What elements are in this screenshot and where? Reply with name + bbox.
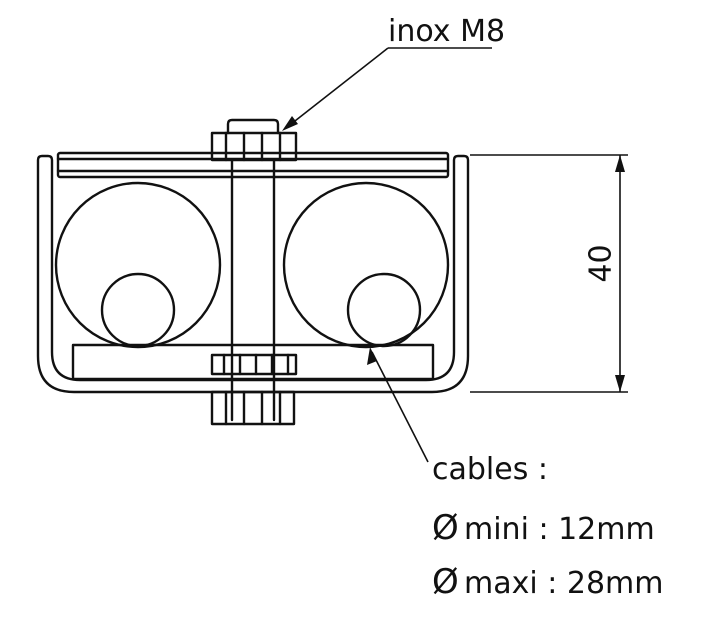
bolt-spec-label: inox M8 [388,14,506,49]
cable-max-text: maxi : 28mm [464,566,664,601]
cable-min-text: mini : 12mm [464,512,655,547]
middle-nut [210,353,298,376]
cables-title: cables : [432,452,548,487]
bolt-leader-arrow [282,116,298,131]
channel-outer [36,154,470,394]
cover-plate [56,151,450,179]
dimension-arrow-bottom [615,375,625,392]
bottom-nut [210,390,296,426]
top-nut [210,131,298,162]
top-nut-cap [226,118,280,135]
cables-leader-arrow [367,347,377,365]
dimension-arrow-top [615,155,625,172]
height-dimension-label: 40 [583,244,619,283]
small-cable-right [346,272,422,348]
cables-leader-line [371,351,429,463]
small-cable-left [100,272,176,348]
diameter-symbol: Ø [432,508,459,548]
large-cable-left [54,181,222,349]
large-cable-right [282,181,450,349]
bolt-leader-line [285,47,389,129]
diameter-symbol: Ø [432,562,459,602]
saddle-block [71,343,435,381]
